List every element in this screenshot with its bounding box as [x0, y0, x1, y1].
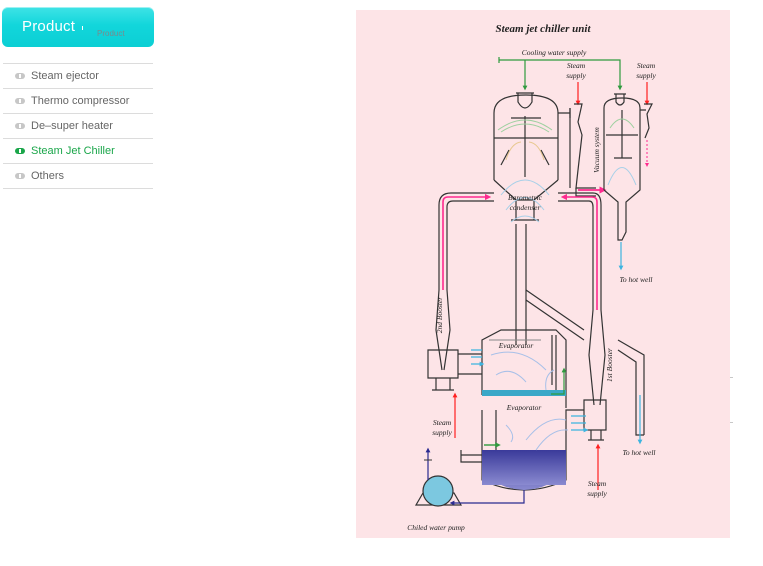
- menu-item-thermo-compressor[interactable]: Thermo compressor: [3, 89, 153, 114]
- vacuum-system-label: Vacuum system: [592, 127, 601, 173]
- menu-item-steam-jet-chiller[interactable]: Steam Jet Chiller: [3, 139, 153, 164]
- steam-supply-label: supply: [566, 71, 586, 80]
- product-header: Product Product: [2, 7, 154, 47]
- upper-evaporator: [481, 329, 567, 408]
- chilled-water: [482, 450, 566, 485]
- evaporator-label: Evaporator: [506, 403, 542, 412]
- second-booster-label: 2nd Booster: [435, 297, 444, 334]
- spray-pattern: [609, 118, 635, 129]
- menu-item-label: Steam Jet Chiller: [31, 145, 115, 157]
- steam-jet-chiller-diagram: Steam jet chiller unit Cooling water sup…: [356, 10, 730, 538]
- chilled-water-pump: [414, 447, 525, 507]
- barometric-label: Barometric: [508, 193, 543, 202]
- vapor-arrow: [571, 415, 586, 430]
- chilled-water-pump-label: Chiled water pump: [407, 523, 465, 532]
- product-title: Product: [22, 18, 76, 35]
- header-separator: [82, 26, 83, 30]
- hot-well-label: To hot well: [622, 448, 655, 457]
- evaporator-label: Evaporator: [498, 341, 534, 350]
- menu-item-label: Others: [31, 170, 65, 182]
- steam-supply-label: supply: [587, 489, 607, 498]
- vacuum-system-vessel: [603, 93, 653, 241]
- menu-item-others[interactable]: Others: [3, 164, 153, 189]
- bullet-icon: [15, 73, 25, 79]
- hot-well-leg: [525, 289, 645, 436]
- steam-supply-label: supply: [636, 71, 656, 80]
- product-menu: Steam ejector Thermo compressor De–super…: [3, 63, 153, 189]
- vapor-arrow: [442, 193, 492, 290]
- cooling-water-label: Cooling water supply: [522, 48, 587, 57]
- second-booster-ejector: [427, 349, 482, 391]
- top-ejector: [558, 103, 596, 197]
- barometric-condenser: [493, 92, 559, 345]
- menu-item-label: Steam ejector: [31, 70, 99, 82]
- hot-well-label: To hot well: [619, 275, 652, 284]
- edge-mark: [730, 377, 733, 378]
- steam-supply-label: Steam: [433, 418, 452, 427]
- vapor-pipes: [435, 192, 606, 406]
- diagram-svg: Steam jet chiller unit Cooling water sup…: [407, 23, 656, 532]
- bullet-icon: [15, 173, 25, 179]
- spray-pattern: [505, 141, 545, 161]
- edge-mark: [730, 422, 733, 423]
- menu-item-label: De–super heater: [31, 120, 113, 132]
- diagram-title: Steam jet chiller unit: [495, 23, 591, 35]
- cooling-water-arrow: [551, 367, 567, 395]
- spray-pattern: [505, 418, 569, 451]
- bullet-icon: [15, 98, 25, 104]
- cooling-water-line: [498, 57, 623, 91]
- spray-pattern: [490, 351, 555, 391]
- menu-item-label: Thermo compressor: [31, 95, 130, 107]
- menu-item-de-super-heater[interactable]: De–super heater: [3, 114, 153, 139]
- product-breadcrumb: Product: [97, 29, 125, 38]
- evaporator-water: [482, 390, 566, 396]
- menu-item-steam-ejector[interactable]: Steam ejector: [3, 64, 153, 89]
- barometric-label: condenser: [510, 203, 541, 212]
- spray-pattern: [497, 119, 553, 133]
- bullet-icon: [15, 123, 25, 129]
- first-booster-label: 1st Booster: [605, 348, 614, 382]
- steam-supply-label: Steam: [567, 61, 586, 70]
- steam-supply-label: Steam: [588, 479, 607, 488]
- vapor-arrow: [471, 349, 482, 364]
- steam-supply-label: Steam: [637, 61, 656, 70]
- steam-supply-label: supply: [432, 428, 452, 437]
- spray-pattern: [500, 179, 550, 223]
- spray-pattern: [607, 167, 637, 186]
- vapor-arrow: [560, 193, 598, 310]
- bullet-icon: [15, 148, 25, 154]
